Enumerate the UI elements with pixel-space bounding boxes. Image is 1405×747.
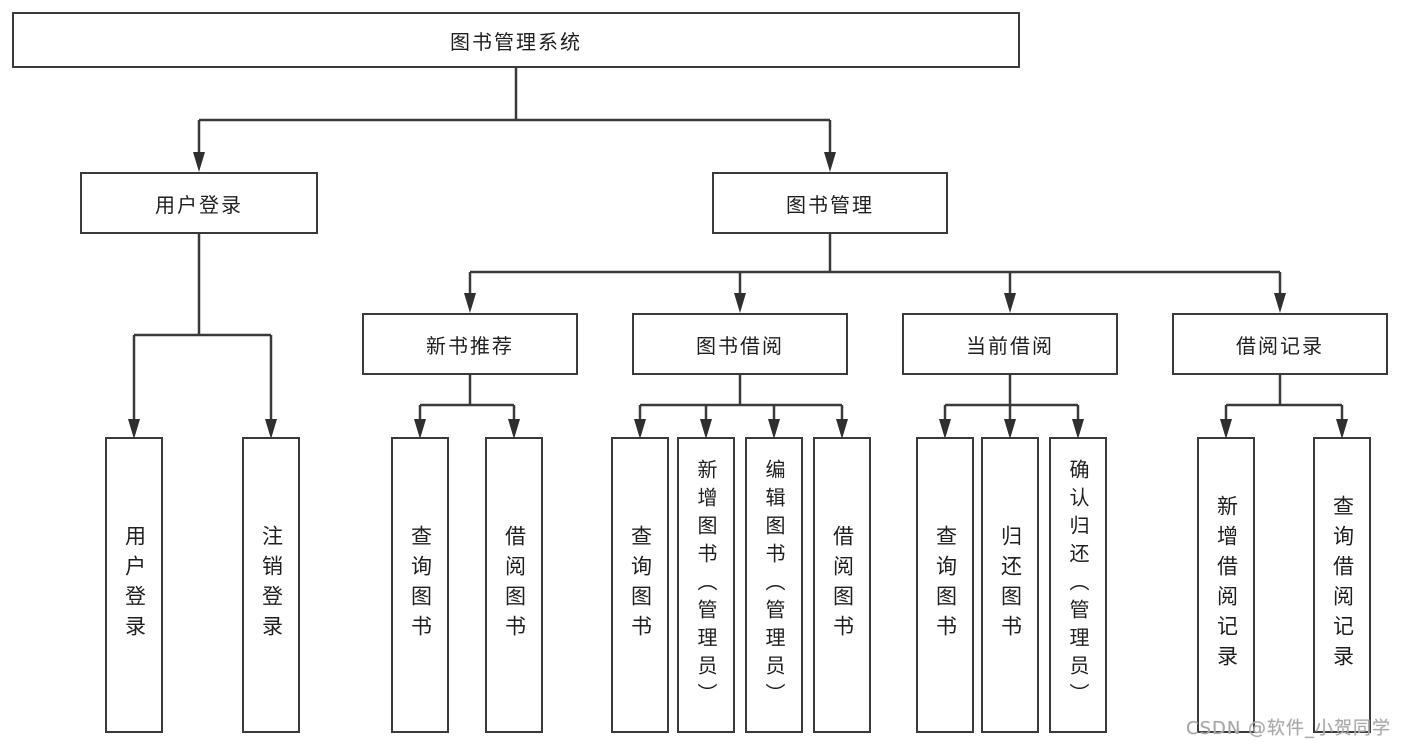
node-new-book-recommend: 新书推荐 (362, 313, 578, 375)
leaf-query-books-current: 查询图书 (916, 437, 974, 733)
node-borrowing-records: 借阅记录 (1172, 313, 1388, 375)
arrowhead-icons (128, 152, 1348, 439)
leaf-confirm-return-admin: 确认归还（管理员） (1049, 437, 1107, 733)
leaf-borrow-books: 借阅图书 (813, 437, 871, 733)
node-book-management: 图书管理 (712, 172, 948, 234)
csdn-watermark: CSDN @软件_小贺同学 (1186, 718, 1392, 739)
leaf-query-books-recommend: 查询图书 (391, 437, 449, 733)
node-user-login: 用户登录 (80, 172, 318, 234)
leaf-logout: 注销登录 (242, 437, 300, 733)
leaf-edit-books-admin: 编辑图书（管理员） (745, 437, 803, 733)
leaf-add-books-admin: 新增图书（管理员） (677, 437, 735, 733)
leaf-return-books: 归还图书 (981, 437, 1039, 733)
node-root-system: 图书管理系统 (12, 12, 1020, 68)
leaf-query-books-borrowing: 查询图书 (611, 437, 669, 733)
leaf-user-login: 用户登录 (105, 437, 163, 733)
leaf-borrow-books-recommend: 借阅图书 (485, 437, 543, 733)
node-current-borrowing: 当前借阅 (902, 313, 1118, 375)
leaf-add-borrow-record: 新增借阅记录 (1197, 437, 1255, 733)
leaf-query-borrow-record: 查询借阅记录 (1313, 437, 1371, 733)
node-book-borrowing: 图书借阅 (632, 313, 848, 375)
